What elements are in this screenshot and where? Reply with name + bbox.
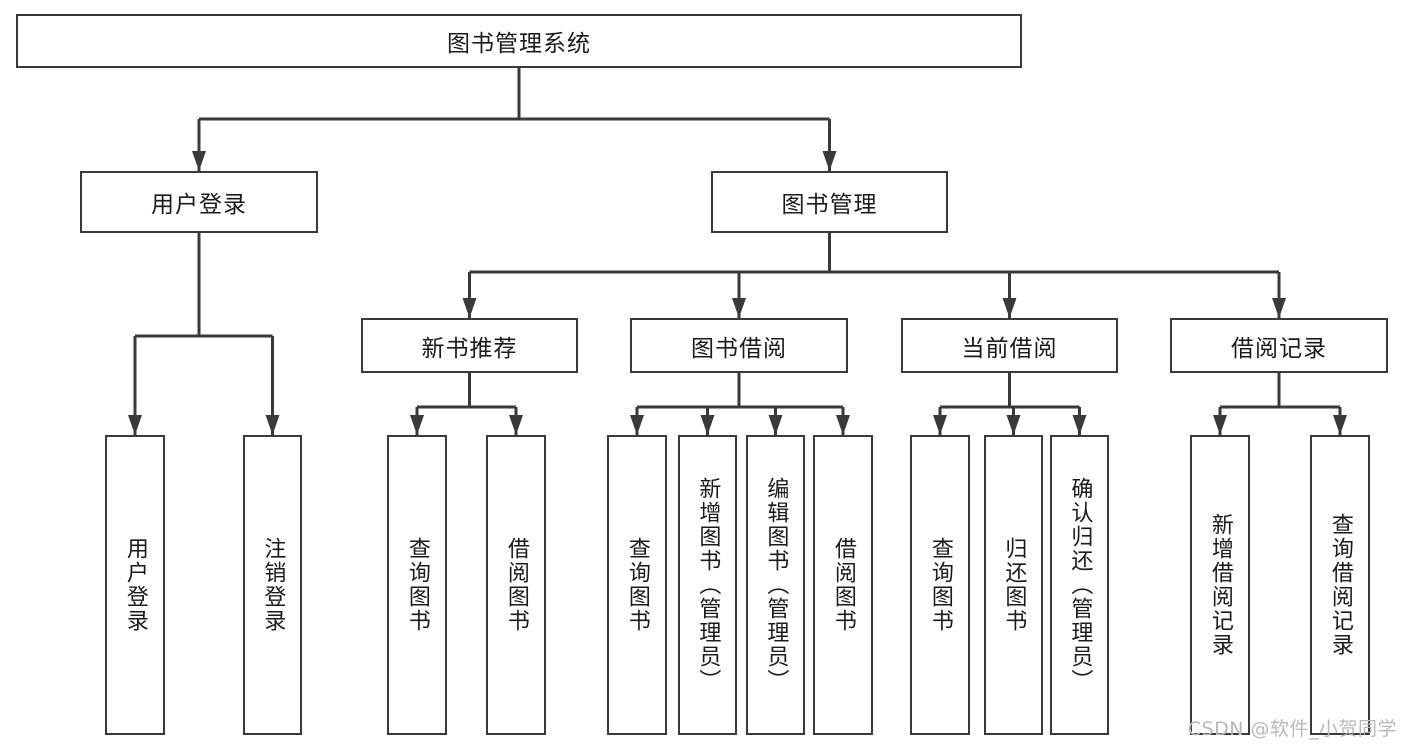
node-label: 确认归还（管理员） — [1067, 477, 1093, 693]
node-leaf-add-borrow-record[interactable]: 新增借阅记录 — [1190, 435, 1250, 735]
node-new-book-recommend[interactable]: 新书推荐 — [361, 318, 578, 373]
node-label: 借阅记录 — [1231, 335, 1327, 362]
arrowhead — [700, 415, 715, 435]
node-label: 新增借阅记录 — [1207, 513, 1233, 657]
node-label: 用户登录 — [151, 192, 247, 218]
arrowhead — [192, 151, 206, 171]
arrowhead — [509, 415, 523, 435]
node-book-borrow[interactable]: 图书借阅 — [630, 318, 848, 373]
arrowhead — [732, 298, 746, 318]
node-label: 借阅图书 — [503, 537, 529, 633]
arrowhead — [933, 415, 947, 435]
node-current-borrow[interactable]: 当前借阅 — [901, 318, 1118, 373]
node-leaf-add-book[interactable]: 新增图书（管理员） — [678, 435, 737, 735]
node-label: 查询借阅记录 — [1327, 513, 1353, 657]
node-borrow-record[interactable]: 借阅记录 — [1170, 318, 1388, 373]
arrowhead — [1272, 298, 1286, 318]
arrowhead — [768, 415, 783, 435]
node-leaf-edit-book[interactable]: 编辑图书（管理员） — [746, 435, 805, 735]
arrowhead — [1002, 298, 1017, 318]
arrowhead — [1072, 415, 1087, 435]
node-label: 新书推荐 — [421, 335, 518, 362]
node-label: 当前借阅 — [961, 335, 1058, 362]
node-label: 查询图书 — [404, 537, 430, 633]
node-label: 图书管理系统 — [447, 31, 591, 57]
arrowhead — [410, 415, 424, 435]
arrowhead — [462, 298, 477, 318]
node-leaf-borrow-book[interactable]: 借阅图书 — [813, 435, 873, 735]
node-leaf-user-logout[interactable]: 注销登录 — [243, 435, 302, 735]
watermark-label: CSDN @软件_小贺同学 — [1187, 718, 1397, 740]
arrowhead — [630, 415, 644, 435]
node-label: 用户登录 — [122, 537, 148, 633]
node-label: 查询图书 — [624, 537, 650, 633]
node-label: 借阅图书 — [830, 537, 856, 633]
node-label: 注销登录 — [260, 537, 286, 633]
node-label: 图书管理 — [781, 192, 878, 218]
node-root[interactable]: 图书管理系统 — [16, 14, 1022, 68]
node-leaf-borrow-book-rec[interactable]: 借阅图书 — [486, 435, 546, 735]
node-leaf-query-book-borrow[interactable]: 查询图书 — [607, 435, 667, 735]
node-leaf-query-book-rec[interactable]: 查询图书 — [387, 435, 447, 735]
arrowhead — [1006, 415, 1021, 435]
node-leaf-query-book-current[interactable]: 查询图书 — [910, 435, 970, 735]
node-label: 查询图书 — [927, 537, 953, 633]
node-user-login[interactable]: 用户登录 — [80, 171, 318, 233]
arrowhead — [1213, 415, 1227, 435]
arrowhead — [836, 415, 850, 435]
arrowhead — [265, 415, 280, 435]
node-leaf-return-book[interactable]: 归还图书 — [984, 435, 1043, 735]
node-label: 归还图书 — [1001, 537, 1027, 633]
node-book-management[interactable]: 图书管理 — [711, 171, 948, 233]
arrowhead — [128, 415, 142, 435]
node-leaf-query-borrow-record[interactable]: 查询借阅记录 — [1310, 435, 1370, 735]
node-label: 编辑图书（管理员） — [763, 477, 789, 693]
node-leaf-confirm-return[interactable]: 确认归还（管理员） — [1050, 435, 1109, 735]
node-label: 新增图书（管理员） — [695, 477, 721, 693]
arrowhead — [822, 151, 837, 171]
node-leaf-user-login[interactable]: 用户登录 — [105, 435, 165, 735]
node-label: 图书借阅 — [691, 335, 787, 362]
arrowhead — [1333, 415, 1347, 435]
